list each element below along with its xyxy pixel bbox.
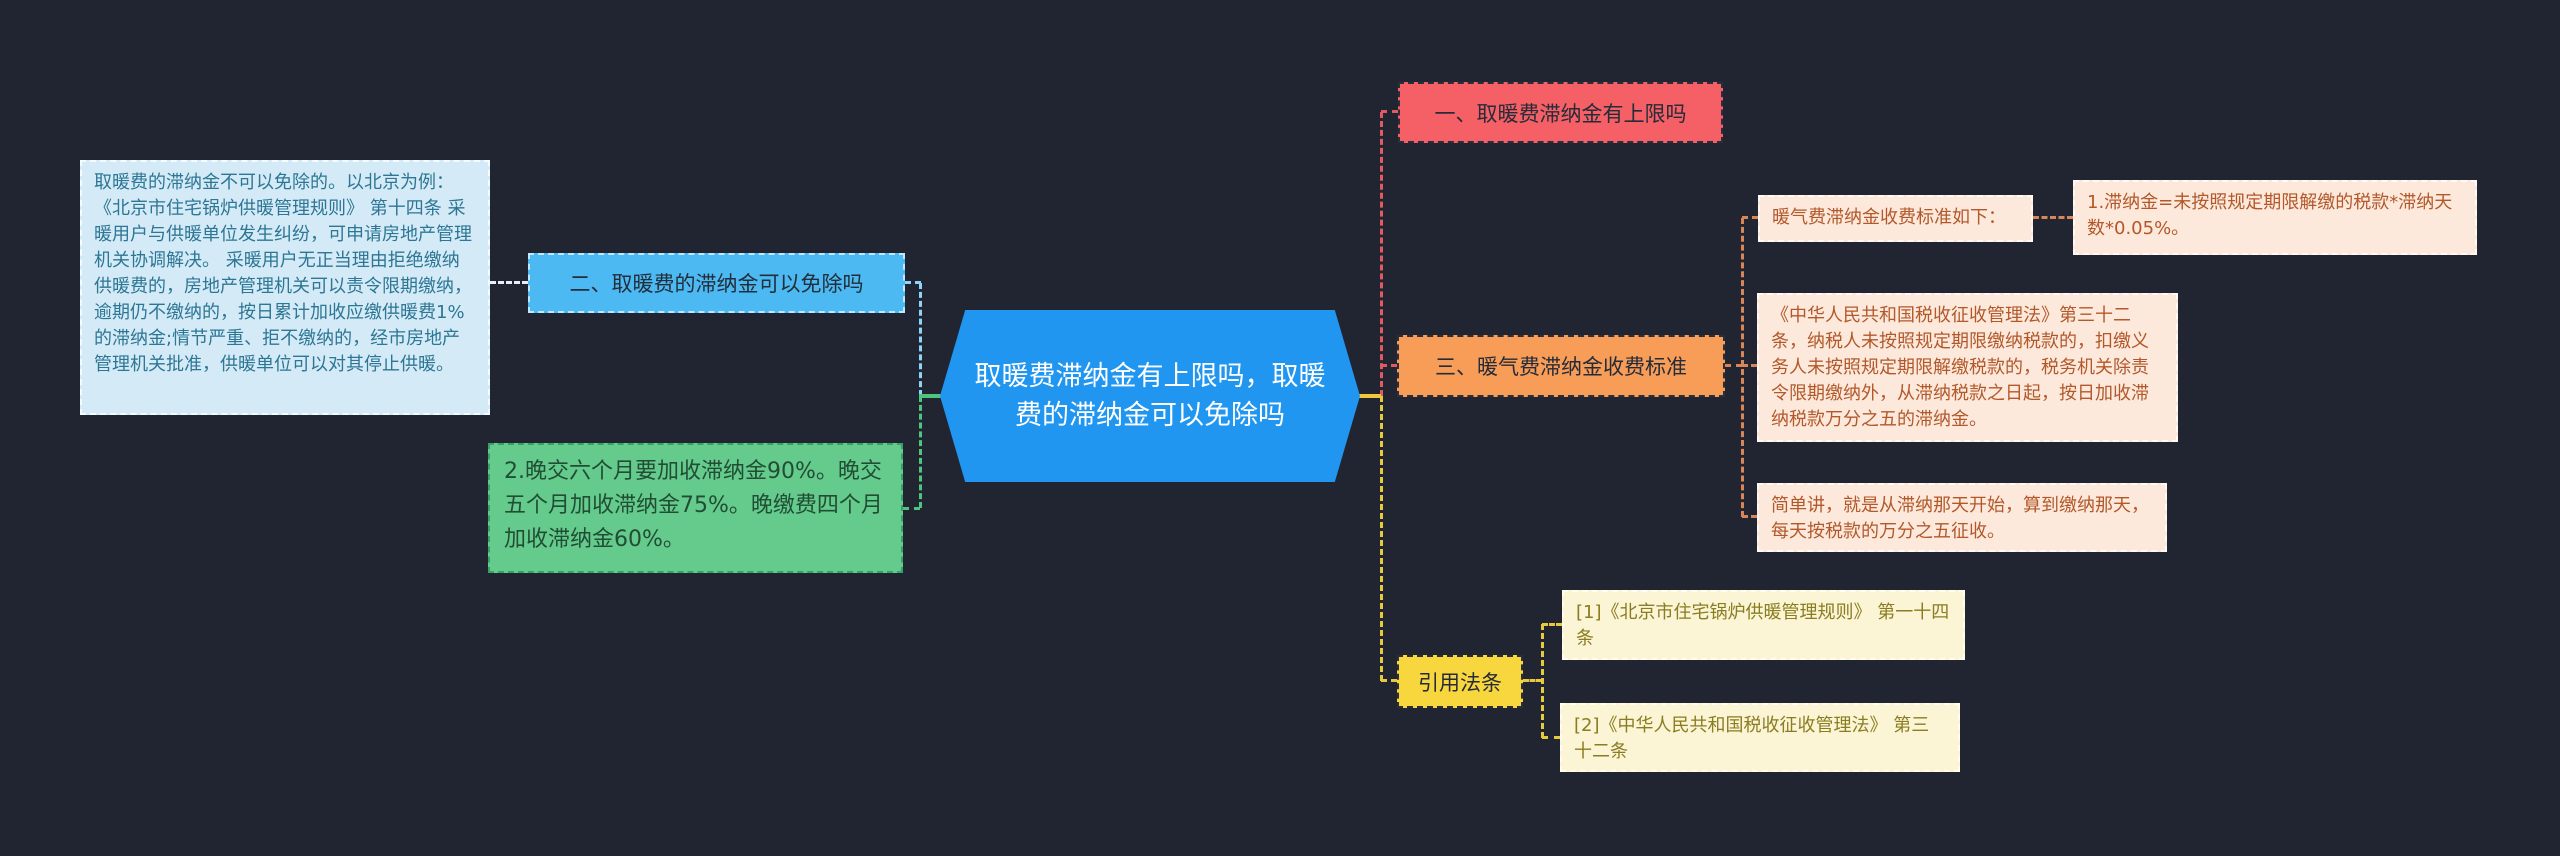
connector-left-vertical-lower <box>919 396 922 508</box>
node-citations[interactable]: 引用法条 <box>1397 655 1523 708</box>
connector-citations-to-subline <box>1523 679 1542 682</box>
connector-center-right-solid <box>1358 394 1381 398</box>
node-penalty-schedule[interactable]: 2.晚交六个月要加收滞纳金90%。晚交五个月加收滞纳金75%。晚缴费四个月加收滞… <box>488 443 903 573</box>
connector-detail-to-topic2 <box>490 281 528 284</box>
node-formula[interactable]: 1.滞纳金=未按照规定期限解缴的税款*滞纳天数*0.05%。 <box>2073 180 2477 255</box>
connector-topic1-stub <box>1381 110 1398 113</box>
connector-center-left-solid <box>919 394 943 398</box>
node-citation-1[interactable]: [1]《北京市住宅锅炉供暖管理规则》 第一十四条 <box>1562 590 1965 660</box>
connector-law32-stub <box>1742 364 1757 367</box>
summary-text: 简单讲，就是从滞纳那天开始，算到缴纳那天，每天按税款的万分之五征收。 <box>1771 495 2149 542</box>
connector-citation2-stub <box>1542 736 1560 739</box>
topic-1-label: 一、取暖费滞纳金有上限吗 <box>1434 101 1687 126</box>
node-law-article-32[interactable]: 《中华人民共和国税收征收管理法》第三十二条，纳税人未按照规定期限缴纳税款的，扣缴… <box>1757 293 2178 442</box>
citation-2-text: [2]《中华人民共和国税收征收管理法》 第三十二条 <box>1574 715 1930 762</box>
connector-intro-stub <box>1742 216 1758 219</box>
topic-2-label: 二、取暖费的滞纳金可以免除吗 <box>569 272 864 296</box>
connector-citations-stub <box>1381 679 1397 682</box>
citations-title: 引用法条 <box>1418 670 1502 695</box>
connector-citation1-stub <box>1542 623 1562 626</box>
connector-right-vertical-lower <box>1380 396 1383 681</box>
center-topic-label: 取暖费滞纳金有上限吗，取暖费的滞纳金可以免除吗 <box>974 361 1326 431</box>
law-article-32-text: 《中华人民共和国税收征收管理法》第三十二条，纳税人未按照规定期限缴纳税款的，扣缴… <box>1771 305 2149 430</box>
connector-summary-stub <box>1742 515 1757 518</box>
connector-topic3-to-subline <box>1725 364 1742 367</box>
connector-topic2-stub <box>905 281 921 284</box>
node-topic-2[interactable]: 二、取暖费的滞纳金可以免除吗 <box>528 253 905 313</box>
topic-3-label: 三、暖气费滞纳金收费标准 <box>1435 355 1687 379</box>
node-topic-1[interactable]: 一、取暖费滞纳金有上限吗 <box>1398 82 1723 143</box>
node-center-topic[interactable]: 取暖费滞纳金有上限吗，取暖费的滞纳金可以免除吗 <box>940 310 1360 482</box>
connector-sub-vertical-orange <box>1741 218 1744 517</box>
detail-text: 取暖费的滞纳金不可以免除的。以北京为例：《北京市住宅锅炉供暖管理规则》 第十四条… <box>94 172 472 375</box>
connector-penalty-stub <box>903 507 920 510</box>
connector-topic3-stub <box>1381 364 1397 367</box>
connector-left-vertical-upper <box>919 283 922 396</box>
node-topic-3[interactable]: 三、暖气费滞纳金收费标准 <box>1397 335 1725 397</box>
citation-1-text: [1]《北京市住宅锅炉供暖管理规则》 第一十四条 <box>1576 602 1950 649</box>
node-detail-left[interactable]: 取暖费的滞纳金不可以免除的。以北京为例：《北京市住宅锅炉供暖管理规则》 第十四条… <box>80 160 490 415</box>
connector-intro-to-formula <box>2033 216 2073 219</box>
node-standard-intro[interactable]: 暖气费滞纳金收费标准如下： <box>1758 195 2033 242</box>
node-summary[interactable]: 简单讲，就是从滞纳那天开始，算到缴纳那天，每天按税款的万分之五征收。 <box>1757 483 2167 552</box>
node-citation-2[interactable]: [2]《中华人民共和国税收征收管理法》 第三十二条 <box>1560 703 1960 772</box>
standard-intro-text: 暖气费滞纳金收费标准如下： <box>1772 207 2006 228</box>
formula-text: 1.滞纳金=未按照规定期限解缴的税款*滞纳天数*0.05%。 <box>2087 192 2453 239</box>
connector-right-vertical-upper <box>1380 112 1383 396</box>
penalty-text: 2.晚交六个月要加收滞纳金90%。晚交五个月加收滞纳金75%。晚缴费四个月加收滞… <box>504 459 883 552</box>
connector-sub-vertical-yellow <box>1541 624 1544 738</box>
